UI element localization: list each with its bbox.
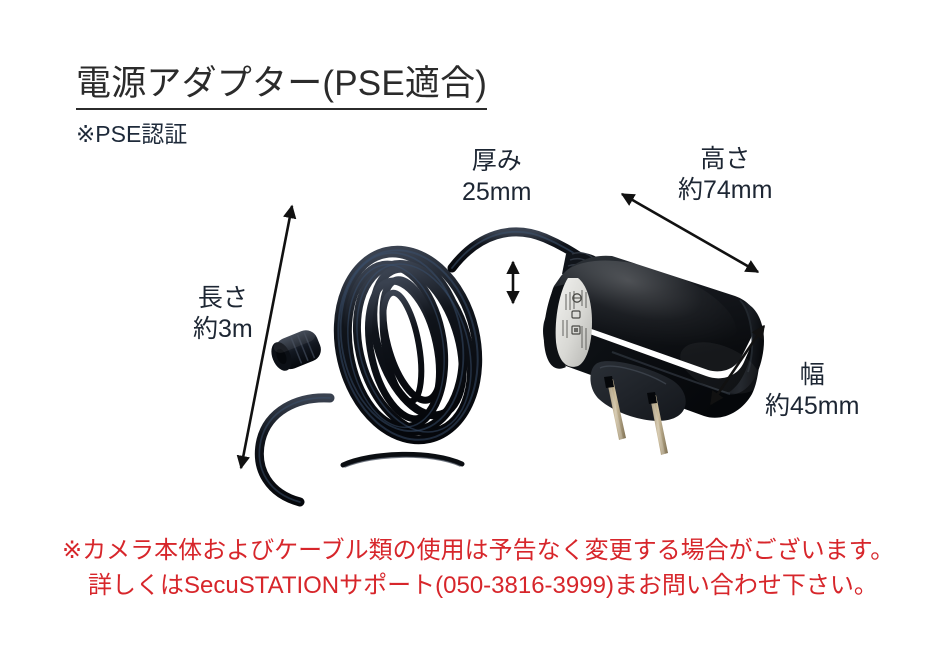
footnote-line-2: 詳しくはSecuSTATIONサポート(050-3816-3999)まお問い合わ… — [88, 572, 878, 599]
dimension-name-height: 高さ — [700, 145, 751, 173]
dimension-arrows — [236, 192, 766, 470]
footnote: ※カメラ本体およびケーブル類の使用は予告なく変更する場合がございます。 詳しくは… — [62, 533, 922, 603]
dimension-value-width: 約45mm — [765, 392, 860, 420]
arrow-height — [620, 192, 760, 274]
cable-tie — [340, 451, 465, 468]
adapter-body — [542, 251, 764, 455]
dimension-label-width: 幅 約45mm — [765, 360, 859, 422]
dimension-value-thickness: 25mm — [462, 178, 532, 206]
cable-coil — [254, 227, 593, 507]
ac-prongs — [604, 376, 668, 455]
arrow-length — [236, 204, 297, 470]
adapter-spec-label — [543, 278, 592, 369]
dimension-name-thickness: 厚み — [471, 147, 522, 175]
page-subtitle: ※PSE認証 — [76, 121, 188, 147]
dimension-label-thickness: 厚み 25mm — [462, 146, 531, 208]
page-title: 電源アダプター(PSE適合) — [76, 62, 488, 110]
footnote-line-1: ※カメラ本体およびケーブル類の使用は予告なく変更する場合がございます。 — [62, 537, 895, 564]
product-photo — [0, 150, 946, 510]
dc-barrel-plug — [271, 328, 321, 371]
dimension-name-width: 幅 — [799, 361, 825, 389]
arrow-width — [709, 324, 766, 406]
